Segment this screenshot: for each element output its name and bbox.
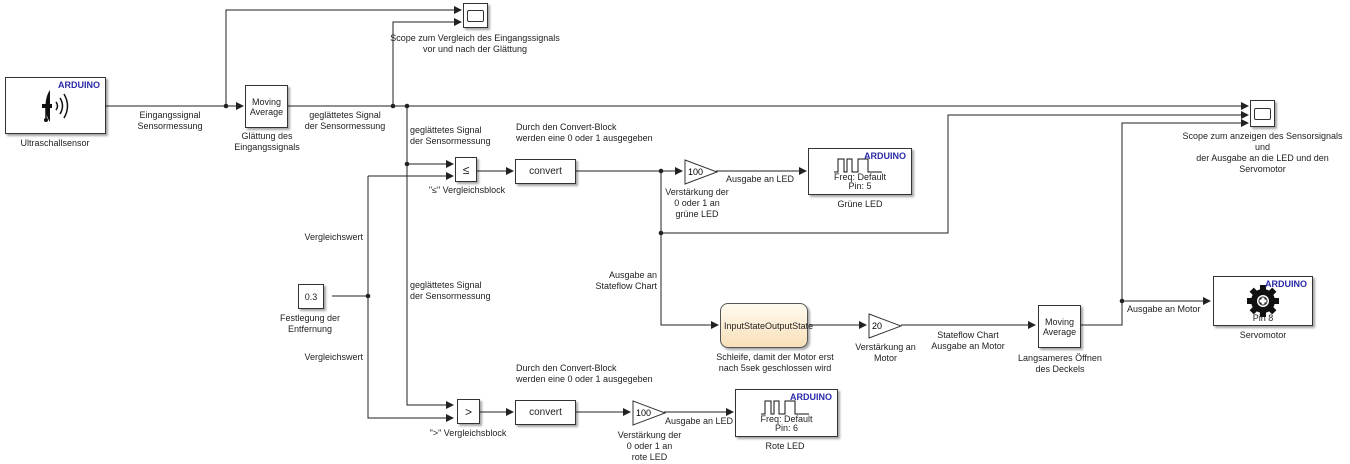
gain-green-caption: Verstärkung der 0 oder 1 an grüne LED <box>665 187 729 219</box>
chart-input-port: InputState <box>724 320 766 331</box>
smoothed-signal-label-1: geglättetes Signal der Sensormessung <box>304 110 386 131</box>
moving-average-1-caption: Glättung des Eingangssignals <box>234 131 300 152</box>
constant-block[interactable]: 0.3 <box>298 284 324 309</box>
arduino-badge: ARDUINO <box>1265 279 1307 289</box>
convert-block-1[interactable]: convert <box>515 159 576 184</box>
red-led-freq: Freq: Default <box>760 414 813 424</box>
servomotor-caption: Servomotor <box>1239 330 1287 340</box>
gain-red-block[interactable]: 100 <box>632 400 666 426</box>
gain-red-value: 100 <box>636 408 651 418</box>
gain-red-caption: Verstärkung der 0 oder 1 an rote LED <box>617 430 682 462</box>
stateflow-out-label: Stateflow Chart Ausgabe an Motor <box>931 330 1005 351</box>
scope-block-2[interactable] <box>1250 100 1275 127</box>
gain-motor-value: 20 <box>872 321 882 331</box>
junction <box>404 103 410 109</box>
convert-note-2: Durch den Convert-Block werden eine 0 od… <box>516 363 653 384</box>
wire-to-scope2-c <box>1121 119 1249 301</box>
moving-average-2-caption: Langsameres Öffnen des Deckels <box>1018 353 1102 374</box>
wire-to-scope1-a <box>225 6 462 106</box>
junction <box>1119 298 1125 304</box>
chart-output-port: OutputState <box>765 320 814 331</box>
pwm-wave-icon <box>834 158 882 173</box>
red-led-pin: Pin: 6 <box>774 423 798 433</box>
gain-green-block[interactable]: 100 <box>684 159 718 185</box>
red-led-caption: Rote LED <box>765 441 805 451</box>
smoothed-signal-label-2: geglättetes Signal der Sensormessung <box>410 125 491 146</box>
scope-icon <box>467 9 484 22</box>
convert-block-2[interactable]: convert <box>515 400 576 425</box>
junction <box>390 103 396 109</box>
junction <box>658 168 664 174</box>
stateflow-chart-block[interactable]: InputState OutputState <box>720 303 813 348</box>
convert-note-1: Durch den Convert-Block werden eine 0 od… <box>516 122 653 143</box>
green-led-freq: Freq: Default <box>833 172 887 182</box>
stateflow-caption: Schleife, damit der Motor erst nach 5sek… <box>716 352 834 373</box>
gain-motor-caption: Verstärkung an Motor <box>855 342 916 363</box>
junction <box>365 293 371 299</box>
red-led-block[interactable]: ARDUINO Freq: Default Pin: 6 <box>735 389 838 437</box>
arduino-badge: ARDUINO <box>864 151 906 161</box>
sensor-caption: Ultraschallsensor <box>20 138 90 148</box>
compare-le-block[interactable]: ≤ <box>455 157 477 182</box>
led-out-red-label: Ausgabe an LED <box>665 416 734 426</box>
gain-green-value: 100 <box>688 167 703 177</box>
pwm-wave-icon <box>760 400 809 415</box>
servo-pin: Pin 8 <box>1252 313 1274 323</box>
led-out-green-label: Ausgabe an LED <box>725 174 795 184</box>
moving-average-block-2[interactable]: Moving Average <box>1038 305 1081 348</box>
junction <box>223 103 229 109</box>
motor-out-label: Ausgabe an Motor <box>1127 304 1201 314</box>
compare-gt-block[interactable]: > <box>457 399 480 424</box>
compare-value-label-2: Vergleichswert <box>304 352 363 362</box>
junction <box>404 161 410 167</box>
servo-gear-icon <box>1247 285 1279 317</box>
ultrasonic-sensor-block[interactable]: ARDUINO <box>5 77 106 134</box>
ultrasonic-sensor-icon <box>41 89 68 122</box>
wire-smoothed-down <box>406 106 454 409</box>
scope-icon <box>1254 107 1271 120</box>
wire-ma2-out <box>1081 297 1211 326</box>
to-stateflow-label: Ausgabe an Stateflow Chart <box>595 270 657 291</box>
compare-gt-caption: ">" Vergleichsblock <box>429 428 507 438</box>
moving-average-block-1[interactable]: Moving Average <box>245 85 288 128</box>
green-led-block[interactable]: ARDUINO Freq: Default Pin: 5 <box>808 148 912 195</box>
green-led-pin: Pin: 5 <box>848 181 872 191</box>
scope-2-caption: Scope zum anzeigen des Sensorsignals und… <box>1182 131 1343 174</box>
constant-caption: Festlegung der Entfernung <box>279 313 341 334</box>
compare-value-label-1: Vergleichswert <box>304 232 363 242</box>
servomotor-block[interactable]: ARDUINO Pin 8 <box>1213 276 1313 326</box>
arduino-badge: ARDUINO <box>790 392 832 402</box>
junction <box>658 230 664 236</box>
gain-motor-block[interactable]: 20 <box>868 313 902 339</box>
arduino-badge: ARDUINO <box>58 80 100 90</box>
smoothed-signal-label-3: geglättetes Signal der Sensormessung <box>410 280 491 301</box>
wire-compare-value <box>367 176 454 422</box>
input-signal-label: Eingangssignal Sensormessung <box>137 110 203 131</box>
scope-block-1[interactable] <box>463 3 488 28</box>
green-led-caption: Grüne LED <box>837 199 883 209</box>
wire-to-scope1-b <box>392 18 462 106</box>
wire-to-scope2-b <box>661 111 1249 234</box>
compare-le-caption: "≤" Vergleichsblock <box>428 185 506 195</box>
scope-1-caption: Scope zum Vergleich des Eingangssignals … <box>390 33 560 54</box>
wire-branch-down <box>660 171 719 329</box>
